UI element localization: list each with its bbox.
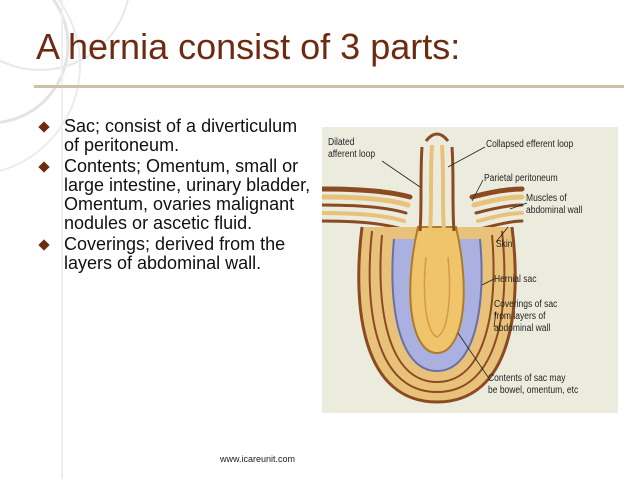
bullet-item: Contents; Omentum, small or large intest… (38, 156, 312, 233)
bullet-text: Contents; Omentum, small or large intest… (64, 156, 311, 233)
label-skin: Skin (496, 239, 513, 250)
label-contents-of-sac: Contents of sac may (488, 373, 566, 384)
label-coverings-of-sac: Coverings of sac (494, 299, 558, 310)
bullet-item: Coverings; derived from the layers of ab… (38, 234, 312, 273)
label-muscles-of: Muscles of (526, 193, 567, 204)
label-from-layers-of: from layers of (494, 311, 546, 322)
hernia-illustration (322, 132, 528, 404)
bullet-text: Sac; consist of a diverticulum of perito… (64, 116, 298, 155)
label-abdominal-wall: abdominal wall (526, 205, 583, 216)
bullet-icon (38, 161, 50, 173)
hernia-diagram: Dilated afferent loop Collapsed efferent… (322, 127, 618, 413)
label-coverings-abdominal-wall: abdominal wall (494, 323, 551, 334)
bullet-item: Sac; consist of a diverticulum of perito… (38, 116, 312, 155)
bullet-icon (38, 121, 50, 133)
label-hernial-sac: Hernial sac (494, 274, 537, 285)
label-afferent-loop: afferent loop (328, 149, 376, 160)
label-parietal-peritoneum: Parietal peritoneum (484, 173, 558, 184)
label-dilated: Dilated (328, 137, 355, 148)
label-bowel-omentum: be bowel, omentum, etc (488, 385, 579, 396)
decorative-arcs (0, 0, 129, 479)
bullet-text: Coverings; derived from the layers of ab… (64, 234, 286, 273)
footer-source-url: www.icareunit.com (220, 454, 296, 464)
slide-title: A hernia consist of 3 parts: (36, 26, 461, 67)
bullet-list: Sac; consist of a diverticulum of perito… (38, 116, 312, 275)
bullet-icon (38, 239, 50, 251)
label-collapsed-efferent-loop: Collapsed efferent loop (486, 139, 574, 150)
title-underline (34, 85, 624, 88)
